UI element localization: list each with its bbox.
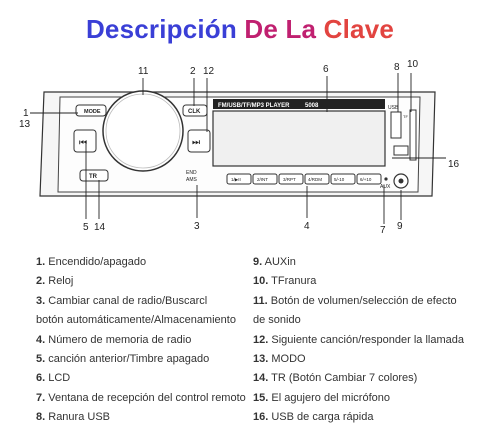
- tr-button-label: TR: [89, 174, 98, 180]
- ir-window: [384, 177, 388, 181]
- next-button-label: ⏭: [192, 137, 200, 147]
- title-part-2: De La: [244, 14, 317, 44]
- legend-item: 13. MODO: [253, 353, 306, 366]
- legend-item: 7. Ventana de recepción del control remo…: [36, 391, 246, 404]
- callout-1: 1: [23, 108, 29, 119]
- legend-item: 14. TR (Botón Cambiar 7 colores): [253, 372, 418, 385]
- end-button-label: END: [186, 170, 197, 176]
- callout-12: 12: [203, 66, 215, 77]
- legend-item: 4. Número de memoria de radio: [36, 333, 192, 346]
- preset-button-5[interactable]: [330, 173, 356, 185]
- prev-button[interactable]: [73, 129, 97, 153]
- callout-4: 4: [304, 221, 310, 232]
- callout-10: 10: [407, 59, 419, 70]
- legend-item: de sonido: [253, 314, 301, 327]
- legend-item: 10. TFranura: [253, 275, 317, 288]
- radio-diagram: FM/USB/TF/MP3 PLAYER 5008 MODE ⏮ TR CLK …: [19, 59, 460, 236]
- preset-button-4[interactable]: [304, 173, 330, 185]
- tr-button[interactable]: [79, 169, 109, 182]
- usb-label: USB: [388, 105, 399, 111]
- page-title: Descripción De La Clave: [0, 14, 480, 45]
- ams-button-label: AMS: [186, 177, 198, 183]
- display-band: [213, 99, 385, 109]
- clk-button-label: CLK: [188, 109, 201, 115]
- model-number: 5008: [305, 103, 319, 109]
- mode-button[interactable]: [75, 104, 107, 117]
- aux-jack-hole: [398, 178, 404, 184]
- title-part-3: Clave: [323, 14, 395, 44]
- callout-lines: [30, 73, 446, 224]
- mode-button-label: MODE: [84, 109, 101, 115]
- callout-7: 7: [380, 225, 386, 236]
- callout-14: 14: [94, 222, 106, 233]
- legend-item: 9. AUXin: [253, 256, 296, 268]
- display-text: FM/USB/TF/MP3 PLAYER: [218, 103, 290, 109]
- callout-9: 9: [397, 221, 403, 232]
- legend-item: botón automáticamente/Almacenamiento: [36, 314, 236, 327]
- next-button[interactable]: [187, 129, 211, 153]
- preset-buttons: 1/▶II 2/INT 3/RPT 4/RDM 5/-10 6/+10: [226, 173, 382, 185]
- tf-slot[interactable]: [409, 109, 417, 161]
- legend-item: 6. LCD: [36, 372, 71, 385]
- usb-slot[interactable]: [390, 111, 402, 139]
- aux-label: AUX: [380, 184, 391, 190]
- callout-8: 8: [394, 62, 400, 73]
- legend-item: 16. USB de carga rápida: [253, 411, 374, 424]
- legend-item: 12. Siguiente canción/responder la llama…: [253, 333, 464, 346]
- callout-6: 6: [323, 64, 329, 75]
- legend-item: 1. Encendido/apagado: [36, 256, 147, 268]
- preset-button-3[interactable]: [278, 173, 304, 185]
- legend-left: 1. Encendido/apagado 2. Reloj 3. Cambiar…: [36, 253, 246, 428]
- title-part-1: Descripción: [85, 14, 237, 44]
- prev-button-label: ⏮: [79, 137, 87, 147]
- callout-3: 3: [194, 221, 200, 232]
- legend-item: 11. Botón de volumen/selección de efecto: [253, 294, 457, 307]
- legend-item: 3. Cambiar canal de radio/Buscarcl: [36, 294, 208, 307]
- legend-item: 8. Ranura USB: [36, 411, 111, 424]
- legend-right: 9. AUXin 10. TFranura 11. Botón de volum…: [253, 253, 473, 428]
- preset-button-6[interactable]: [356, 173, 382, 185]
- tf-label: TF: [403, 114, 408, 119]
- callout-5: 5: [83, 222, 89, 233]
- preset-label-5: 5/-10: [334, 177, 345, 182]
- preset-label-4: 4/RDM: [308, 177, 322, 182]
- preset-label-2: 2/INT: [257, 177, 268, 182]
- preset-label-1: 1/▶II: [231, 177, 241, 182]
- legend-item: 5. canción anterior/Timbre apagado: [36, 353, 210, 366]
- callout-16: 16: [448, 159, 460, 170]
- lcd-screen: [212, 110, 386, 167]
- preset-button-2[interactable]: [252, 173, 278, 185]
- legend-item: 15. El agujero del micrófono: [253, 391, 390, 404]
- callout-11: 11: [138, 66, 149, 77]
- callout-2: 2: [190, 66, 196, 77]
- charge-usb-port[interactable]: [393, 145, 409, 156]
- preset-label-6: 6/+10: [360, 177, 372, 182]
- preset-button-1[interactable]: [226, 173, 252, 185]
- preset-label-3: 3/RPT: [283, 177, 296, 182]
- callout-13: 13: [19, 119, 31, 130]
- volume-knob[interactable]: [102, 90, 184, 172]
- legend-item: 2. Reloj: [36, 275, 74, 288]
